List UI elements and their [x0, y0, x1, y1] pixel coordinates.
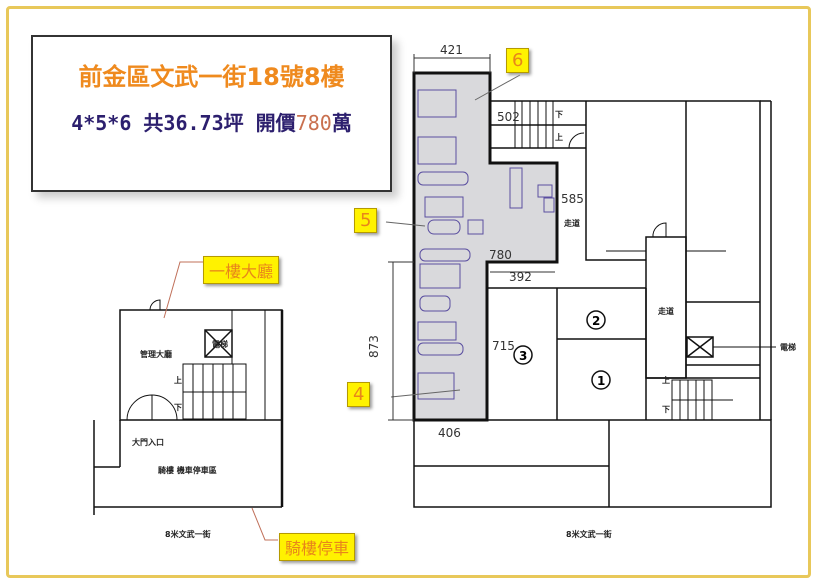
dimension-lines	[388, 54, 555, 421]
unit6-tag: 6	[506, 48, 530, 73]
ef-street-label: 8米文武一街	[566, 529, 612, 539]
dim-502: 502	[497, 110, 520, 124]
room-numbers	[513, 310, 611, 390]
gf-elevator-label: 電梯	[212, 339, 228, 349]
stair-up-label-1: 上	[555, 132, 563, 142]
eighth-floor-plan	[412, 71, 772, 508]
dim-780: 780	[489, 248, 512, 262]
lobby-callout-tag: 一樓大廳	[203, 256, 280, 284]
listing-subtitle: 4*5*6 共36.73坪 開價780萬	[33, 107, 390, 136]
unit5-tag: 5	[354, 208, 378, 233]
price-unit: 萬	[331, 111, 352, 135]
gf-entrance-label: 大門入口	[132, 437, 164, 447]
unit4-callout-line	[390, 389, 461, 398]
gf-arcade-label: 騎樓 機車停車區	[158, 465, 217, 475]
stair-down-label-1: 下	[555, 110, 563, 119]
corridor-label-2: 走道	[657, 306, 674, 316]
gf-up-label: 上	[174, 375, 182, 385]
furniture	[417, 89, 555, 400]
lobby-callout-line	[163, 261, 205, 319]
parking-callout-tag: 騎樓停車	[279, 533, 356, 561]
page-frame	[6, 6, 811, 578]
room-2: 2	[592, 314, 600, 328]
room-1: 1	[597, 374, 605, 388]
dim-585: 585	[561, 192, 584, 206]
unit6-callout-line	[474, 74, 521, 101]
gf-down-label: 下	[174, 403, 182, 412]
stair-up-label-2: 上	[662, 375, 670, 385]
gf-lobby-label: 管理大廳	[140, 349, 172, 359]
listing-title: 前金區文武一街18號8樓	[78, 63, 345, 91]
price-value: 780	[295, 111, 332, 135]
listing-info-box: 前金區文武一街18號8樓 4*5*6 共36.73坪 開價780萬	[31, 35, 392, 192]
unit4-tag: 4	[347, 382, 371, 407]
elevator-label: 電梯	[780, 342, 796, 352]
dim-715: 715	[492, 339, 515, 353]
parking-callout-line	[251, 507, 278, 541]
unit5-callout-line	[385, 221, 426, 227]
ground-floor-plan	[93, 299, 284, 515]
dim-873: 873	[367, 335, 381, 358]
corridor-label-1: 走道	[563, 218, 580, 228]
stair-down-label-2: 下	[662, 405, 670, 414]
dim-392: 392	[509, 270, 532, 284]
dim-421: 421	[440, 43, 463, 57]
dim-406: 406	[438, 426, 461, 440]
size-text: 4*5*6 共36.73坪 開價	[71, 111, 296, 135]
room-3: 3	[519, 349, 527, 363]
gf-street-label: 8米文武一街	[165, 529, 211, 539]
